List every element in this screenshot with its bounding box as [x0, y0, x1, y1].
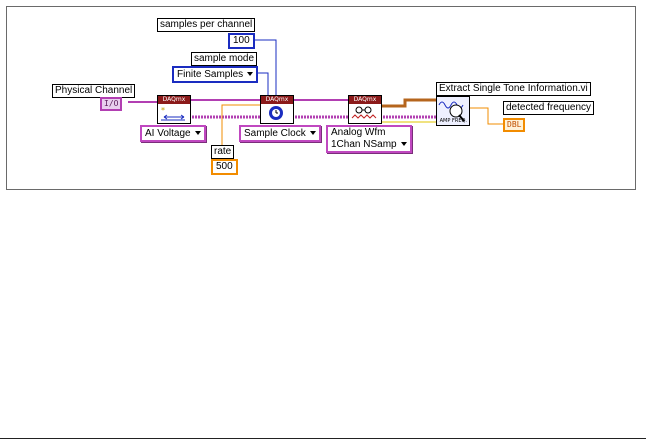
daqmx-read-node[interactable]: DAQmx	[348, 95, 382, 124]
rate-constant[interactable]: 500	[211, 159, 238, 175]
sample-mode-value: Finite Samples	[177, 69, 244, 80]
sample-mode-label: sample mode	[191, 52, 258, 66]
ai-voltage-value: AI Voltage	[145, 128, 191, 139]
extract-tone-icon-text: AMP FREQ.	[439, 118, 467, 124]
clock-icon	[269, 106, 283, 120]
analog-wfm-line2: 1Chan NSamp	[331, 139, 397, 150]
node-header: DAQmx	[158, 96, 190, 104]
samples-per-channel-constant[interactable]: 100	[228, 33, 255, 49]
diagram-frame	[6, 6, 636, 190]
analog-wfm-line1: Analog Wfm	[331, 127, 386, 138]
physical-channel-terminal[interactable]: I/O	[100, 97, 123, 111]
waveform-wire	[380, 98, 436, 108]
daqmx-create-channel-node[interactable]: DAQmx *	[157, 95, 191, 124]
bottom-rule	[0, 438, 646, 439]
chevron-down-icon	[400, 142, 407, 147]
extract-tone-label: Extract Single Tone Information.vi	[436, 82, 591, 96]
detected-frequency-terminal[interactable]: DBL	[503, 118, 526, 132]
read-glasses-icon	[351, 106, 377, 119]
analog-wfm-selector[interactable]: Analog Wfm 1Chan NSamp	[326, 125, 412, 153]
node-header: DAQmx	[261, 96, 293, 104]
daqmx-timing-node[interactable]: DAQmx	[260, 95, 294, 124]
frequency-wire	[468, 107, 503, 125]
sample-clock-selector[interactable]: Sample Clock	[239, 125, 321, 142]
sample-mode-ring[interactable]: Finite Samples	[172, 66, 259, 83]
samples-per-channel-label: samples per channel	[157, 18, 256, 32]
rate-label: rate	[211, 145, 235, 159]
tone-waveform-icon	[438, 101, 465, 122]
sample-clock-value: Sample Clock	[244, 128, 306, 139]
node-header: DAQmx	[349, 96, 381, 104]
samples-wire	[246, 39, 277, 95]
chevron-down-icon	[247, 72, 254, 77]
physical-channel-label: Physical Channel	[52, 84, 136, 98]
extract-tone-node[interactable]: AMP FREQ.	[436, 96, 470, 126]
chevron-down-icon	[194, 131, 201, 136]
detected-frequency-label: detected frequency	[503, 101, 595, 115]
rate-wire	[221, 104, 262, 146]
ai-voltage-selector[interactable]: AI Voltage	[140, 125, 206, 142]
analog-input-icon: *	[161, 106, 185, 121]
chevron-down-icon	[309, 131, 316, 136]
svg-text:*: *	[161, 106, 165, 115]
